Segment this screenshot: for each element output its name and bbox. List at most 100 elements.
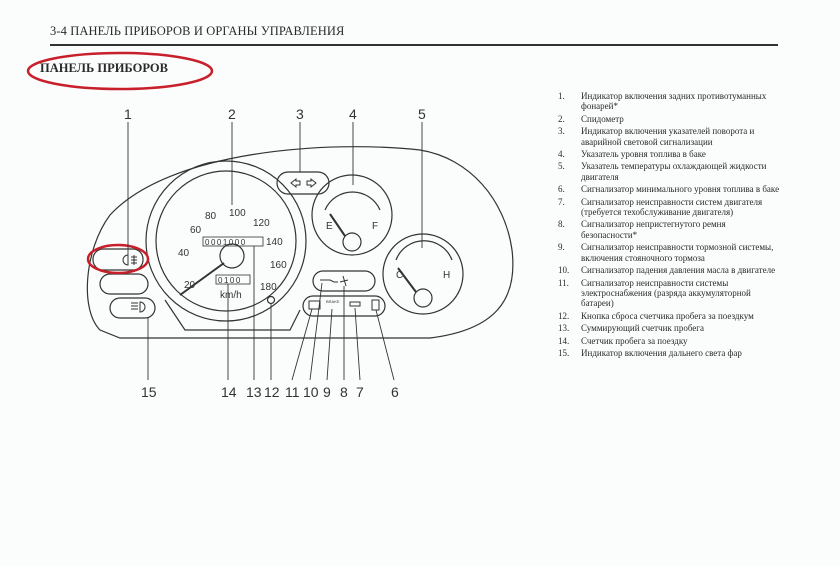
section-highlight: [26, 51, 214, 91]
callout-15: 15: [141, 384, 157, 400]
legend-item: 12. Кнопка сброса счетчика пробега за пое…: [558, 311, 783, 321]
legend-num: 11.: [558, 277, 569, 288]
brake-label: BRAKE: [326, 299, 340, 304]
legend-item: 11. Сигнализатор неисправности системы эл…: [558, 278, 783, 309]
cluster-outline: [86, 146, 514, 339]
section-title: ПАНЕЛЬ ПРИБОРОВ: [40, 61, 168, 75]
fuel-warning-icon: [371, 299, 380, 311]
legend-num: 6.: [558, 184, 565, 195]
callout-3: 3: [296, 106, 304, 122]
legend-item: 2. Спидометр: [558, 114, 783, 124]
legend-item: 7. Сигнализатор неисправности систем двиг…: [558, 197, 783, 218]
legend-num: 9.: [558, 242, 565, 253]
trip-reset-button: [266, 295, 276, 305]
fuel-full-label: F: [372, 221, 378, 232]
legend-item: 10.Сигнализатор падения давления масла в…: [558, 265, 783, 275]
legend-num: 12.: [558, 310, 570, 321]
speed-tick-140: 140: [266, 237, 283, 248]
legend-item: 1. Индикатор включения задних противотума…: [558, 91, 783, 112]
legend-list: 1. Индикатор включения задних противотума…: [558, 91, 783, 360]
callout-9: 9: [323, 384, 331, 400]
speedometer-bottom: [164, 299, 301, 331]
legend-text: Сигнализатор непристегнутого ремня безоп…: [581, 219, 726, 240]
callout-6: 6: [391, 384, 399, 400]
high-beam-icon: [131, 301, 146, 313]
legend-text: Индикатор включения задних противотуманн…: [581, 91, 767, 112]
legend-num: 14.: [558, 335, 570, 346]
legend-text: Суммирующий счетчик пробега: [581, 323, 704, 334]
legend-item: 15. Индикатор включения дальнего света фа…: [558, 348, 783, 358]
legend-text: Кнопка сброса счетчика пробега за поездк…: [581, 310, 754, 321]
odometer-frame: [202, 236, 264, 247]
callout-14: 14: [221, 384, 237, 400]
legend-text: Спидометр: [581, 113, 624, 124]
legend-item: 3. Индикатор включения указателей поворот…: [558, 126, 783, 147]
high-beam-indicator: [109, 297, 156, 319]
legend-num: 15.: [558, 347, 570, 358]
blank-indicator: [99, 273, 149, 295]
legend-item: 9. Сигнализатор неисправности тормозной с…: [558, 242, 783, 263]
legend-text: Сигнализатор падения давления масла в дв…: [581, 265, 776, 276]
speed-tick-20: 20: [184, 280, 196, 291]
fuel-empty-label: E: [326, 221, 333, 232]
callout-7: 7: [356, 384, 364, 400]
speed-tick-40: 40: [178, 248, 190, 259]
speed-tick-160: 160: [270, 260, 287, 271]
callout-12: 12: [264, 384, 280, 400]
speedometer-dial: [145, 160, 307, 322]
legend-num: 5.: [558, 161, 565, 172]
speed-tick-180: 180: [260, 282, 277, 293]
legend-num: 13.: [558, 323, 570, 334]
legend-item: 13. Суммирующий счетчик пробега: [558, 323, 783, 333]
speed-tick-80: 80: [205, 211, 217, 222]
speed-tick-120: 120: [253, 218, 270, 229]
callout-11: 11: [285, 384, 300, 400]
callout-1: 1: [124, 106, 132, 122]
temperature-gauge: [382, 233, 464, 315]
legend-text: Индикатор включения указателей поворота …: [581, 126, 755, 147]
legend-text: Индикатор включения дальнего света фар: [581, 347, 742, 358]
speed-tick-60: 60: [190, 225, 202, 236]
oil-pressure-icon: [320, 279, 338, 283]
speed-tick-100: 100: [229, 208, 246, 219]
legend-num: 8.: [558, 219, 565, 230]
fuel-gauge: [311, 174, 393, 256]
callout-10: 10: [303, 384, 319, 400]
legend-text: Сигнализатор неисправности системы элект…: [581, 277, 751, 309]
legend-num: 1.: [558, 91, 565, 101]
header-rule: [50, 44, 778, 46]
speedometer-hub: [219, 243, 245, 269]
legend-text: Счетчик пробега за поездку: [581, 335, 688, 346]
turn-signal-indicator: [276, 171, 330, 195]
rear-fog-indicator: [92, 248, 144, 271]
seatbelt-icon: [339, 275, 349, 287]
speed-unit: km/h: [220, 290, 242, 301]
rear-fog-icon: [122, 254, 137, 266]
legend-num: 2.: [558, 113, 565, 124]
indicator-1-highlight: [86, 243, 150, 275]
callout-8: 8: [340, 384, 348, 400]
page-header: 3-4 ПАНЕЛЬ ПРИБОРОВ И ОРГАНЫ УПРАВЛЕНИЯ: [50, 24, 345, 38]
legend-text: Сигнализатор неисправности тормозной сис…: [581, 242, 774, 263]
legend-text: Сигнализатор неисправности систем двигат…: [581, 196, 763, 218]
temp-cold-label: C: [396, 270, 403, 281]
legend-num: 3.: [558, 126, 565, 137]
legend-item: 5.Указатель температуры охлаждающей жидк…: [558, 161, 783, 182]
trip-meter-frame: [215, 274, 251, 285]
legend-item: 6. Сигнализатор минимального уровня топли…: [558, 184, 783, 194]
callout-5: 5: [418, 106, 426, 122]
battery-icon: [308, 300, 321, 310]
legend-text: Сигнализатор минимального уровня топлива…: [581, 184, 780, 195]
legend-text: Указатель уровня топлива в баке: [581, 149, 706, 160]
callout-13: 13: [246, 384, 262, 400]
legend-num: 7.: [558, 196, 565, 207]
engine-icon: [349, 301, 361, 307]
legend-item: 4.Указатель уровня топлива в баке: [558, 149, 783, 159]
trip-meter-value: 0100: [218, 276, 242, 285]
callout-4: 4: [349, 106, 357, 122]
temp-hot-label: H: [443, 270, 450, 281]
legend-item: 14. Счетчик пробега за поездку: [558, 336, 783, 346]
callout-2: 2: [228, 106, 236, 122]
speedometer-needle: [179, 262, 225, 296]
